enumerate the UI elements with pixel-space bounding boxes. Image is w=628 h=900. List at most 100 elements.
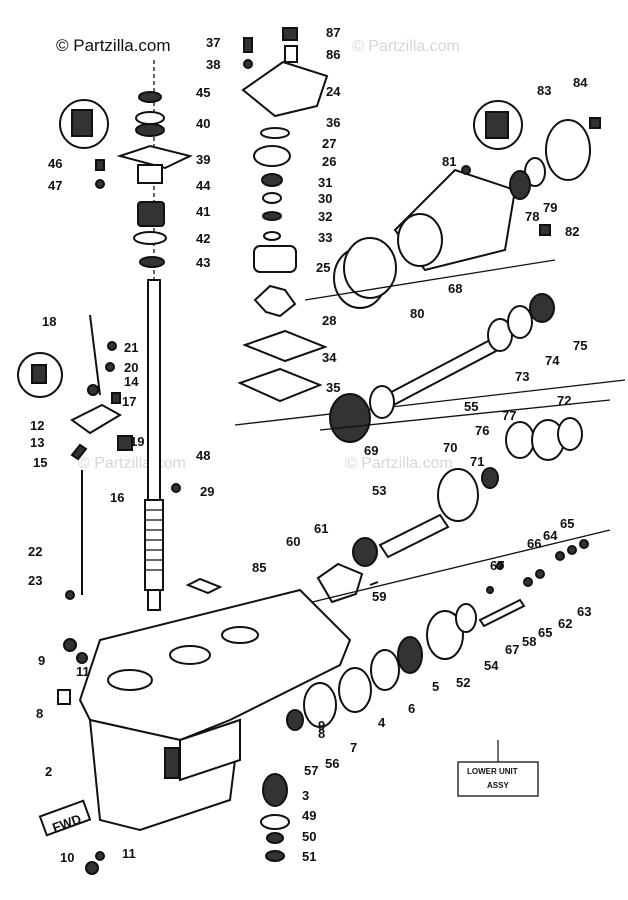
- part-35-gasket: [237, 367, 323, 403]
- callout-27: 27: [322, 136, 336, 151]
- housing-group-outline: [304, 259, 556, 301]
- gearcase-anode: [164, 747, 180, 779]
- callout-81: 81: [442, 154, 456, 169]
- callout-28: 28: [322, 313, 336, 328]
- part-67-ball-2: [486, 586, 494, 594]
- part-15-clip: [70, 443, 88, 461]
- part-25-pump-liner: [253, 245, 297, 273]
- callout-11b: 11: [122, 846, 136, 861]
- callout-79: 79: [543, 200, 557, 215]
- part-21-dot: [107, 341, 117, 351]
- callout-65: 65: [560, 516, 574, 531]
- part-68-housing-mouth: [397, 213, 443, 267]
- part-65-ball: [523, 577, 533, 587]
- callout-57: 57: [304, 763, 318, 778]
- part-62-spring: [535, 569, 545, 579]
- callout-49: 49: [302, 808, 316, 823]
- callout-67: 67: [490, 558, 504, 573]
- callout-69: 69: [364, 443, 378, 458]
- callout-10: 10: [60, 850, 74, 865]
- callout-52: 52: [456, 675, 470, 690]
- seal-detail-part: [71, 109, 93, 137]
- part-38-washer: [243, 59, 253, 69]
- part-10-bolt: [85, 861, 99, 875]
- part-5-bearing: [397, 636, 423, 674]
- callout-64: 64: [543, 528, 558, 543]
- callout-9: 9: [38, 653, 45, 668]
- callout-73: 73: [515, 369, 529, 384]
- callout-67b: 67: [505, 642, 519, 657]
- callout-54: 54: [484, 658, 499, 673]
- assy-box-line2: ASSY: [487, 781, 509, 790]
- callout-13: 13: [30, 435, 44, 450]
- part-86-tube: [284, 45, 298, 63]
- part-64-pin: [567, 545, 577, 555]
- part-42-shim: [133, 231, 167, 245]
- assy-box-line1: LOWER UNIT: [467, 767, 518, 776]
- part-1-gearcase-top: [78, 588, 352, 742]
- gearcase-assembly: FWD: [38, 483, 352, 875]
- part-31-seal: [261, 173, 283, 187]
- callout-56: 56: [325, 756, 339, 771]
- part-52-reverse-gear: [426, 610, 464, 660]
- callout-18: 18: [42, 314, 56, 329]
- gearcase-opening-1: [107, 669, 153, 691]
- part-41-bearing: [137, 201, 165, 227]
- part-11-washer: [76, 652, 88, 664]
- driveshaft-assembly: [59, 60, 193, 611]
- part-74-washer: [507, 305, 533, 339]
- callout-35: 35: [326, 380, 340, 395]
- callout-24: 24: [326, 84, 341, 99]
- callout-21: 21: [124, 340, 138, 355]
- drive-shaft-lower-spline: [144, 499, 164, 591]
- callout-55: 55: [464, 399, 478, 414]
- callout-33: 33: [318, 230, 332, 245]
- part-80-o-ring-2: [343, 237, 397, 299]
- part-54-shim: [455, 603, 477, 633]
- callout-26: 26: [322, 154, 336, 169]
- callout-15: 15: [33, 455, 47, 470]
- callout-71: 71: [470, 454, 484, 469]
- callout-76: 76: [475, 423, 489, 438]
- callout-41: 41: [196, 204, 210, 219]
- callout-32: 32: [318, 209, 332, 224]
- callout-3: 3: [302, 788, 309, 803]
- callout-34: 34: [322, 350, 337, 365]
- callout-40: 40: [196, 116, 210, 131]
- callout-11: 11: [76, 664, 90, 679]
- gear-assembly: [299, 467, 611, 606]
- part-70-forward-gear: [437, 468, 479, 522]
- callout-50: 50: [302, 829, 316, 844]
- callout-60: 60: [286, 534, 300, 549]
- prop-shaft-housing-assembly: [304, 100, 601, 309]
- part-14-seal: [87, 384, 99, 396]
- part-24-pump-housing: [241, 60, 329, 118]
- callout-84: 84: [573, 75, 588, 90]
- callout-53: 53: [372, 483, 386, 498]
- callout-8b: 8: [318, 726, 325, 741]
- part-27-ring: [260, 127, 290, 139]
- callout-65b: 65: [538, 625, 552, 640]
- part-46-bolt: [95, 159, 105, 171]
- part-85-plate: [185, 577, 223, 595]
- callout-74: 74: [545, 353, 560, 368]
- part-49-seal: [260, 814, 290, 830]
- reverse-gear-assembly: [303, 539, 589, 728]
- part-37-bolt: [243, 37, 253, 53]
- spline-ribs: [144, 509, 164, 571]
- part-4-bearing-housing: [338, 667, 372, 713]
- gearcase-opening-3: [221, 626, 259, 644]
- part-87-cap: [282, 27, 298, 41]
- part-53-pinion-shaft: [378, 513, 450, 559]
- callout-2: 2: [45, 764, 52, 779]
- part-33-washer: [263, 231, 281, 241]
- housing-detail-part: [485, 111, 509, 139]
- part-51-washer: [265, 850, 285, 862]
- watermark-main: © Partzilla.com: [56, 36, 171, 55]
- part-69-bearing: [329, 393, 371, 443]
- part-20-dot: [105, 362, 115, 372]
- callout-42: 42: [196, 231, 210, 246]
- part-11-washer-lower: [95, 851, 105, 861]
- callout-44: 44: [196, 178, 211, 193]
- callout-7: 7: [350, 740, 357, 755]
